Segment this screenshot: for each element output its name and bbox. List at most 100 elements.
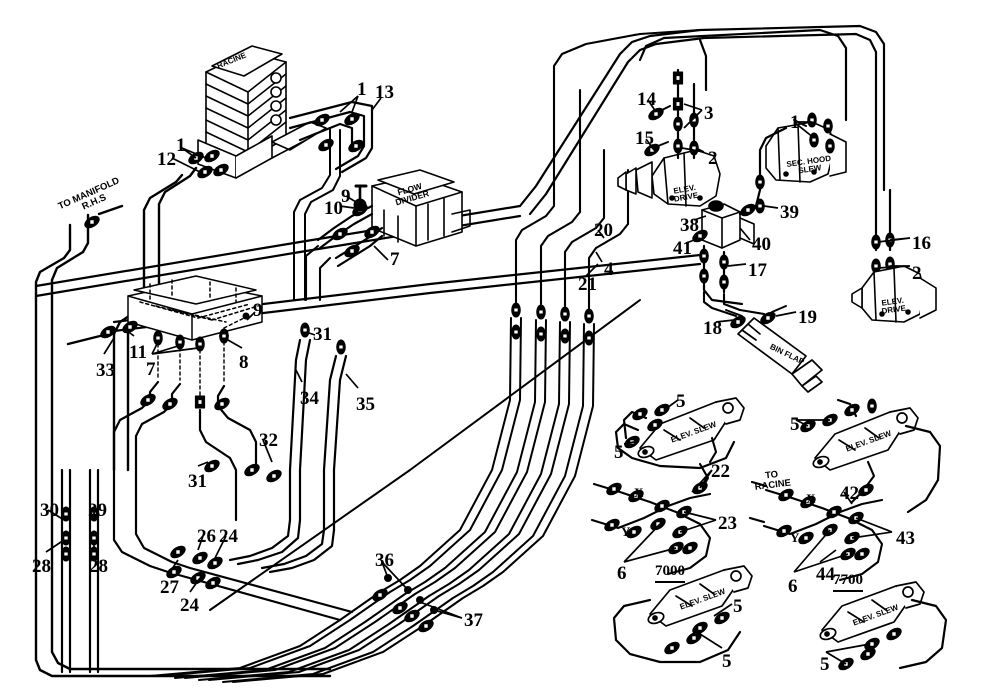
hose-bundle-up: [514, 28, 702, 310]
callout-8: 8: [239, 352, 249, 373]
model-7000-label: 7000: [655, 563, 685, 583]
callout-28-a: 28: [32, 556, 51, 577]
callout-28-b: 28: [89, 556, 108, 577]
callout-31-a: 31: [313, 324, 332, 345]
callout-2-b: 2: [912, 263, 922, 284]
callout-22: 22: [711, 461, 730, 482]
callout-42: 42: [840, 483, 859, 504]
callout-5-b: 5: [614, 442, 624, 463]
callout-6-a: 6: [617, 563, 627, 584]
fitting-group-flow-divider: [330, 184, 382, 260]
callout-24-b: 24: [180, 595, 199, 616]
flow-divider-art: [371, 169, 471, 247]
fitting-14-15: [642, 105, 671, 159]
callout-30: 30: [40, 500, 59, 521]
callout-7-a: 7: [390, 249, 400, 270]
port-marker-y-7000: Y: [621, 524, 631, 539]
model-7700-label: 7700: [833, 572, 863, 592]
hose-flowdiv-down: [304, 244, 332, 302]
fitting-17: [699, 248, 729, 290]
callout-41: 41: [673, 238, 692, 259]
callout-24-a: 24: [219, 526, 238, 547]
callout-leader-lines: [45, 95, 911, 665]
callout-19: 19: [798, 307, 817, 328]
callout-20: 20: [594, 220, 613, 241]
fitting-group-8: [219, 312, 250, 344]
elev-drive-motor-upper-art: [617, 149, 721, 207]
callout-12: 12: [157, 149, 176, 170]
to-racine-leader: [748, 480, 768, 524]
callout-31-b: 31: [188, 471, 207, 492]
port-marker-y-7700: Y: [790, 530, 800, 545]
callout-35: 35: [356, 394, 375, 415]
port-marker-x-7000: X: [634, 485, 644, 500]
callout-2-a: 2: [708, 148, 718, 169]
callout-40: 40: [752, 234, 771, 255]
callout-5-f: 5: [820, 654, 830, 675]
hose-racine-to-13: [288, 100, 374, 174]
racine-valve-block-art: [197, 45, 327, 179]
elev-slew-7000-upper-art: [614, 397, 745, 470]
callout-14: 14: [637, 89, 656, 110]
callout-37: 37: [464, 610, 483, 631]
callout-33: 33: [96, 360, 115, 381]
callout-38: 38: [680, 215, 699, 236]
callout-4: 4: [604, 259, 614, 280]
callout-9-a: 9: [341, 186, 351, 207]
callout-23: 23: [718, 513, 737, 534]
hose-bin-flap-feed: [702, 290, 766, 318]
callout-7-b: 7: [146, 359, 156, 380]
fitting-18-19: [725, 305, 787, 331]
fitting-manifold: [82, 204, 124, 231]
elev-drive-motor-lower-art: [851, 265, 937, 323]
elev-slew-7700-lower-art: [819, 581, 948, 670]
callout-6-b: 6: [788, 576, 798, 597]
hose-upper-right-frame: [518, 24, 886, 216]
callout-27: 27: [160, 577, 179, 598]
pipe-34: [288, 338, 312, 522]
callout-32: 32: [259, 430, 278, 451]
callout-13: 13: [375, 82, 394, 103]
hose-bundle-center: [149, 317, 595, 683]
callout-5-c: 5: [733, 596, 743, 617]
pipe-35: [322, 354, 348, 532]
elev-slew-7700-upper-art: [812, 398, 942, 514]
callout-11: 11: [129, 342, 147, 363]
callout-16: 16: [912, 233, 931, 254]
callout-44: 44: [816, 564, 835, 585]
fitting-7700-xy: [774, 481, 876, 563]
pipe-34-35-bottom: [228, 518, 336, 574]
fitting-group-33: [66, 318, 140, 346]
fitting-bundle-top: [511, 302, 594, 346]
callout-5-a: 5: [676, 391, 686, 412]
callout-5-e: 5: [790, 414, 800, 435]
callout-36: 36: [375, 550, 394, 571]
callout-29: 29: [88, 500, 107, 521]
port-marker-x-7700: X: [806, 491, 816, 506]
callout-9-b: 9: [253, 300, 263, 321]
callout-5-d: 5: [722, 651, 732, 672]
fitting-36-37: [370, 574, 438, 635]
callout-3: 3: [704, 103, 714, 124]
callout-18: 18: [703, 318, 722, 339]
callout-21: 21: [578, 274, 597, 295]
hose-main-left-outer: [34, 213, 332, 678]
fitting-elbow-nipples: [138, 391, 232, 413]
hose-valve-elbows: [112, 380, 258, 522]
callout-15: 15: [635, 128, 654, 149]
bin-flap-cylinder-art: [737, 317, 823, 393]
hose-diagonal-lower-right: [209, 299, 641, 611]
callout-1-b: 1: [176, 135, 186, 156]
fitting-39: [738, 174, 765, 219]
callout-26: 26: [197, 526, 216, 547]
callout-43: 43: [896, 528, 915, 549]
callout-1-a: 1: [357, 79, 367, 100]
callout-10: 10: [324, 198, 343, 219]
lower-valve-block-art: [127, 275, 263, 341]
hose-13-drop: [293, 127, 341, 301]
callout-17: 17: [748, 260, 767, 281]
valve-port-drops: [157, 335, 225, 401]
callout-1-c: 1: [790, 112, 800, 133]
